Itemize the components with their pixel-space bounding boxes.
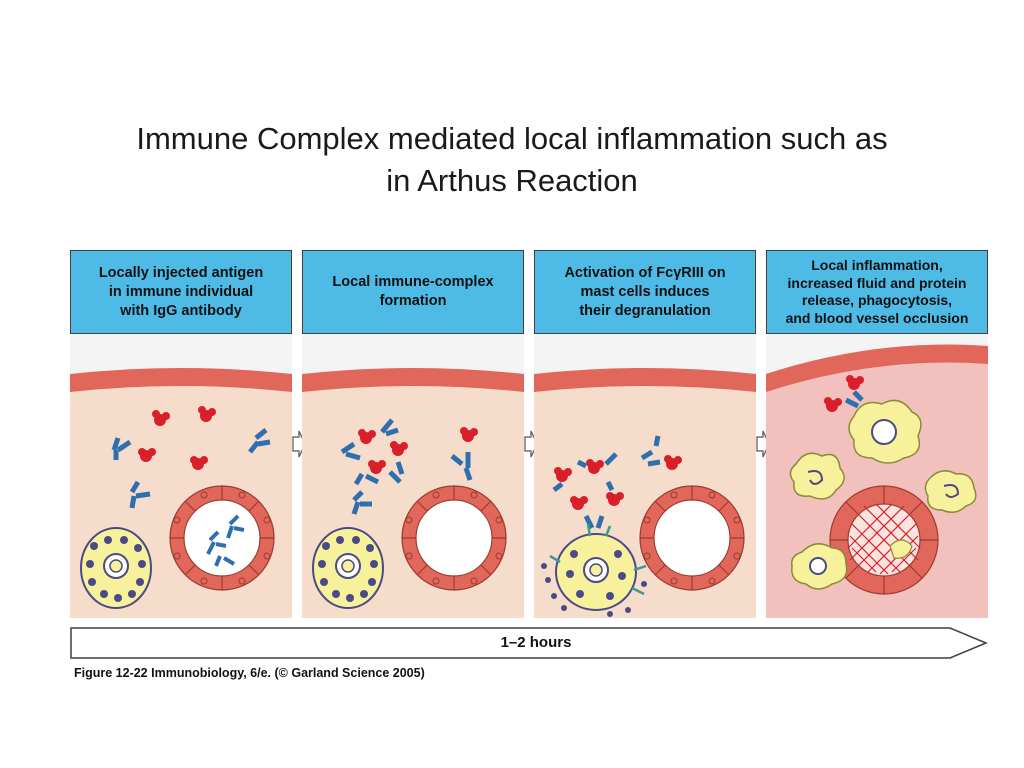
figure-caption: Figure 12-22 Immunobiology, 6/e. (© Garl… <box>74 666 425 680</box>
antibody-icon <box>111 437 132 460</box>
tissue-surface-band <box>534 368 756 392</box>
panel-illustration <box>766 334 988 618</box>
immune-complex-icon <box>824 375 864 412</box>
antigen-icon <box>190 456 208 470</box>
antigen-icon <box>664 455 682 470</box>
panel-header-line: Local inflammation, <box>811 257 943 273</box>
degranulating-mast-cell-icon <box>541 523 657 617</box>
arthus-reaction-figure: Locally injected antigen in immune indiv… <box>66 246 991 683</box>
slide-title: Immune Complex mediated local inflammati… <box>60 118 964 202</box>
panel-header-text: Local immune-complex formation <box>326 273 499 311</box>
slide-title-line-1: Immune Complex mediated local inflammati… <box>136 121 888 156</box>
mast-cell-icon <box>312 527 384 609</box>
panel-illustration <box>70 334 292 618</box>
tissue-surface-band <box>70 368 292 392</box>
panel-antigen-injection: Locally injected antigen in immune indiv… <box>70 250 292 618</box>
panel-header-line: in immune individual <box>108 283 254 300</box>
panel-header-line: mast cells induces <box>580 283 710 300</box>
panel-header-line: their degranulation <box>579 302 711 319</box>
antigen-icon <box>460 427 478 442</box>
panel-illustration <box>534 334 756 618</box>
panel-header-line: release, phagocytosis, <box>801 292 953 308</box>
panel-header-line: increased fluid and protein <box>787 274 967 291</box>
blood-vessel-icon <box>401 485 507 591</box>
antigen-icon <box>198 406 216 422</box>
panel-header: Local inflammation, increased fluid and … <box>766 250 988 334</box>
panel-immune-complex-formation: Local immune-complex formation <box>302 250 524 618</box>
panel-header-text: Local inflammation, increased fluid and … <box>780 257 975 327</box>
immune-complex-icon <box>552 452 624 530</box>
slide-title-line-2: in Arthus Reaction <box>386 163 638 198</box>
neutrophil-icon <box>789 452 845 500</box>
panel-header-line: Activation of FcγRIII on <box>564 264 726 281</box>
panel-header-line: and blood vessel occlusion <box>785 309 969 326</box>
panel-header: Local immune-complex formation <box>302 250 524 334</box>
tissue-surface-band <box>766 344 988 392</box>
antigen-icon <box>152 410 170 426</box>
tissue-surface-band <box>302 368 524 392</box>
mast-cell-icon <box>80 527 152 609</box>
panel-illustration <box>302 334 524 618</box>
timeline-arrow-icon <box>70 627 988 659</box>
neutrophil-icon <box>924 470 977 513</box>
blood-vessel-icon <box>169 485 275 591</box>
neutrophil-icon <box>790 543 848 590</box>
panel-header-line: formation <box>379 293 447 309</box>
panel-header-line: Local immune-complex <box>332 274 494 290</box>
neutrophil-icon <box>848 399 922 464</box>
antibody-icon <box>129 480 151 509</box>
panel-header: Locally injected antigen in immune indiv… <box>70 250 292 334</box>
antibody-icon <box>450 452 473 481</box>
panel-header-line: with IgG antibody <box>120 302 242 319</box>
panel-header-text: Activation of FcγRIII on mast cells indu… <box>558 264 731 321</box>
panel-header-line: Locally injected antigen <box>98 264 264 281</box>
panel-header: Activation of FcγRIII on mast cells indu… <box>534 250 756 334</box>
panel-mast-cell-activation: Activation of FcγRIII on mast cells indu… <box>534 250 756 618</box>
antibody-icon <box>640 435 661 467</box>
antigen-icon <box>138 448 156 462</box>
panel-header-text: Locally injected antigen in immune indiv… <box>93 264 269 321</box>
immune-complex-icon <box>340 418 408 486</box>
blood-vessel-icon <box>639 485 745 591</box>
timeline-label: 1–2 hours <box>500 634 572 651</box>
occluded-blood-vessel-icon <box>829 485 939 595</box>
panel-local-inflammation: Local inflammation, increased fluid and … <box>766 250 988 618</box>
antibody-icon <box>351 490 372 515</box>
antibody-icon <box>248 428 271 454</box>
